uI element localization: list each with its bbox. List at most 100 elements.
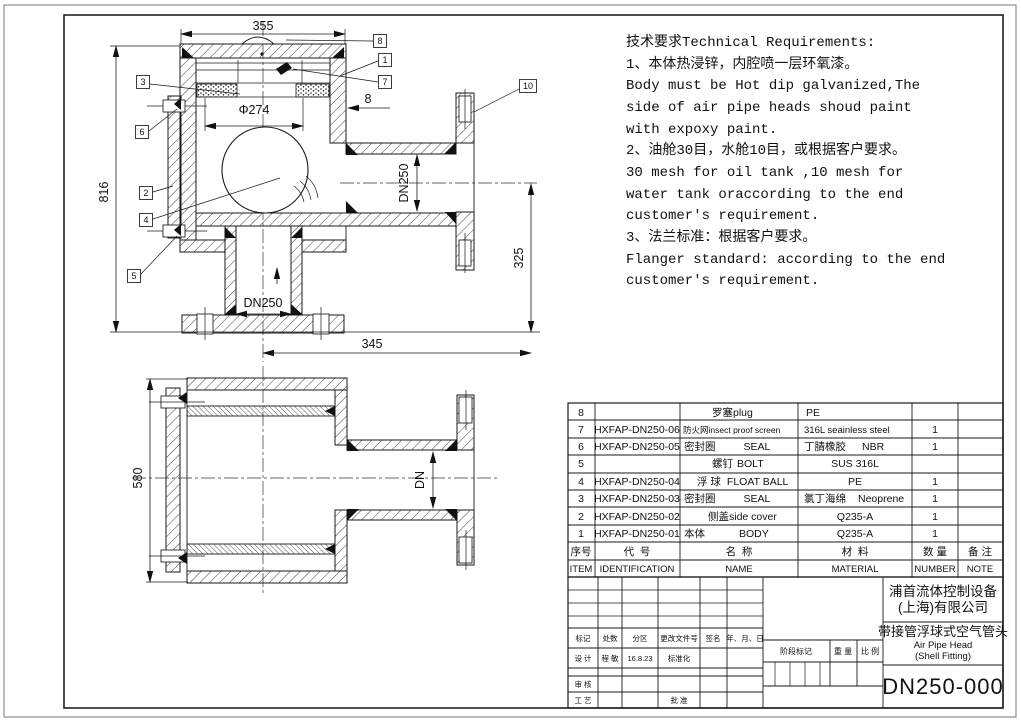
balloon-7: 7 (382, 77, 387, 87)
weld-marks (178, 392, 457, 564)
bom-material: PE (848, 476, 862, 488)
balloon-2: 2 (143, 188, 148, 198)
bom-qty: 1 (932, 493, 938, 505)
bom-material: 316L seainless steel (804, 425, 890, 436)
bom-header-en: ITEM IDENTIFICATION NAME MATERIAL NUMBER… (570, 564, 994, 575)
bom-header-material: 材 料 (842, 545, 869, 558)
process-label: 工 艺 (574, 696, 591, 705)
bom-header-id-en: IDENTIFICATION (600, 564, 675, 575)
bom-item: 8 (578, 407, 584, 419)
tech-req-line: with expoxy paint. (626, 122, 777, 138)
bom-id: HXFAP-DN250-01 (594, 528, 680, 540)
tech-req-line: water tank oraccording to the end (626, 187, 903, 203)
tech-req-line: Body must be Hot dip galvanized,The (626, 78, 920, 94)
vessel-body (179, 36, 457, 253)
dim-branch-bore: DN250 (397, 164, 411, 203)
bom-material: PE (806, 407, 820, 419)
dim-bore: DN (413, 471, 427, 489)
bom-header-name-en: NAME (725, 564, 752, 575)
dim-offset: 345 (362, 337, 383, 351)
standard-label: 标准化 (668, 653, 691, 663)
seal-mark (276, 62, 292, 75)
tech-req-line: customer's requirement. (626, 208, 819, 224)
stage-label: 阶段标记 (780, 646, 812, 656)
design-label: 设 计 (574, 653, 592, 663)
bom-item: 1 (578, 528, 584, 540)
bom-header-cn: 序号 代 号 名 称 材 料 数 量 备 注 (571, 545, 993, 558)
dim-width: 355 (253, 19, 274, 33)
body-shell (149, 377, 348, 584)
cover-plate (165, 387, 181, 573)
company-name-line2: (上海)有限公司 (898, 600, 988, 615)
tech-req-line: customer's requirement. (626, 273, 819, 289)
insect-screen-right (295, 83, 330, 98)
bom-item: 4 (578, 476, 584, 488)
tech-req-line: 30 mesh for oil tank ,10 mesh for (626, 165, 903, 181)
rev-header-count: 处数 (603, 633, 618, 643)
bom-item: 6 (578, 441, 584, 453)
bom-item: 7 (578, 424, 584, 436)
bom-name: 罗塞plug (712, 406, 753, 419)
dim-length: 580 (131, 468, 145, 489)
bom-row: 8 罗塞plug PE (578, 406, 820, 419)
drawing-number: DN250-000 (882, 674, 1004, 699)
dim-branch-height: 325 (512, 248, 526, 269)
branch-pipe (346, 390, 475, 570)
bom-item: 5 (578, 458, 584, 470)
tech-req-line: side of air pipe heads shoud paint (626, 100, 912, 116)
insect-screen-left (196, 83, 238, 98)
bom-qty: 1 (932, 476, 938, 488)
rev-header-zone: 分区 (633, 634, 648, 643)
float-ball (221, 126, 319, 214)
bom-id: HXFAP-DN250-02 (594, 511, 680, 523)
bom-table: 8 罗塞plug PE 7 HXFAP-DN250-06 防火网insect p… (567, 402, 1004, 578)
balloon-1: 1 (382, 55, 387, 65)
balloon-3: 3 (140, 77, 145, 87)
bom-header-item: 序号 (571, 545, 592, 558)
bom-row: 7 HXFAP-DN250-06 防火网insect proof screen … (578, 424, 938, 436)
bom-name: 防火网insect proof screen (683, 425, 781, 435)
weight-label: 重 量 (834, 646, 852, 656)
balloon-8: 8 (377, 36, 382, 46)
rev-header-date: 年、月、日 (726, 633, 764, 643)
balloon-10: 10 (523, 81, 533, 91)
bom-id: HXFAP-DN250-05 (594, 441, 680, 453)
bom-header-item-en: ITEM (570, 564, 593, 575)
bottom-neck (181, 225, 345, 340)
drawing-title-cn: 带接管浮球式空气管头 (878, 624, 1008, 639)
drawing-title-en2: (Shell Fitting) (915, 651, 971, 662)
bom-id: HXFAP-DN250-04 (594, 476, 680, 488)
tech-req-line: 技术要求Technical Requirements: (626, 34, 875, 51)
bom-item: 2 (578, 511, 584, 523)
bom-qty: 1 (932, 441, 938, 453)
approve-label: 批 准 (670, 695, 688, 705)
design-date: 16.8.23 (627, 654, 652, 663)
balloon-callouts: 8 1 7 3 6 2 4 5 10 (127, 34, 537, 283)
bom-name: 侧盖side cover (708, 510, 777, 523)
bom-header-note-en: NOTE (967, 564, 993, 575)
balloon-5: 5 (131, 271, 136, 281)
bom-row: 2 HXFAP-DN250-02 侧盖side cover Q235-A 1 (578, 510, 938, 523)
weld-marks (174, 47, 456, 315)
screen-liner-bottom (186, 543, 336, 555)
tech-req-line: Flanger standard: according to the end (626, 252, 945, 268)
rev-header-docno: 更改文件号 (660, 633, 698, 643)
bom-header-material-en: MATERIAL (832, 564, 879, 575)
top-view: 355 816 Φ274 8 DN250 325 DN250 345 8 (97, 19, 540, 362)
bom-item: 3 (578, 493, 584, 505)
dim-thickness: 8 (365, 92, 372, 106)
tech-req-line: 1、本体热浸锌，内腔喷一层环氧漆。 (626, 56, 858, 73)
rev-header-sign: 签名 (706, 633, 721, 643)
company-name-line1: 浦首流体控制设备 (889, 583, 997, 599)
title-block: 标记 处数 分区 更改文件号 签名 年、月、日 设 计 程 敏 16.8.23 … (567, 576, 1008, 709)
dim-height: 816 (97, 182, 111, 203)
balloon-6: 6 (139, 127, 144, 137)
